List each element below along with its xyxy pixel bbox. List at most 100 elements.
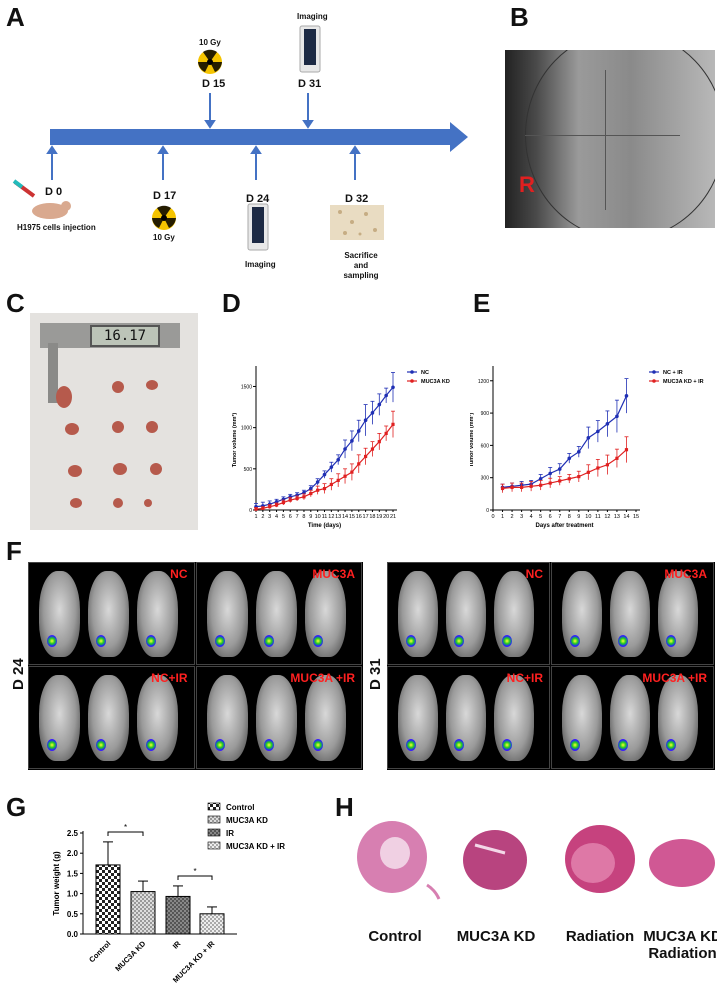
timeline-diagram xyxy=(12,25,468,251)
x-tick-label: MUC3A KD xyxy=(113,939,148,974)
group-label: NC xyxy=(525,567,543,581)
data-point xyxy=(538,476,543,481)
legend-marker xyxy=(410,379,414,383)
bar xyxy=(165,895,191,935)
timeline-day: D 0 xyxy=(45,186,63,198)
series-line xyxy=(255,423,394,510)
luminescence-signal xyxy=(96,738,107,751)
x-tick-label: 20 xyxy=(383,514,389,520)
data-point xyxy=(596,429,600,434)
data-point xyxy=(254,507,258,511)
luminescence-signal xyxy=(214,634,225,647)
x-tick-label: 11 xyxy=(322,514,328,520)
luminescence-signal xyxy=(214,738,225,751)
data-point xyxy=(520,485,524,489)
luminescence-signal xyxy=(313,634,324,647)
legend-marker xyxy=(652,370,656,374)
luminescence-signal xyxy=(454,738,464,751)
y-tick-label: 1000 xyxy=(241,426,252,432)
data-point xyxy=(624,448,629,452)
y-tick-label: 1.5 xyxy=(67,869,79,878)
y-tick-label: 0 xyxy=(486,508,489,514)
y-tick-label: 1500 xyxy=(241,384,252,390)
legend-swatch xyxy=(207,841,221,850)
x-tick-label: Control xyxy=(87,939,112,964)
xray-marker: R xyxy=(519,172,535,197)
panel-label-d: D xyxy=(222,288,241,318)
data-point xyxy=(605,422,610,426)
x-tick-label: 2 xyxy=(261,514,264,520)
x-tick-label: 19 xyxy=(376,514,382,520)
data-point xyxy=(350,439,354,443)
x-tick-label: 7 xyxy=(296,514,299,520)
bar xyxy=(199,913,225,935)
timeline-day: D 24 xyxy=(246,193,270,205)
panel-label-e: E xyxy=(473,288,491,318)
panel-label-f: F xyxy=(6,536,22,566)
legend-label: MUC3A KD + IR xyxy=(663,379,704,385)
luminescence-signal xyxy=(406,738,416,751)
data-point xyxy=(322,472,327,477)
data-point xyxy=(548,471,552,476)
data-point xyxy=(281,500,285,505)
x-tick-label: 16 xyxy=(356,514,362,520)
data-point xyxy=(343,447,347,451)
luminescence-signal xyxy=(454,634,464,647)
mouse-image xyxy=(255,675,297,761)
luminescence-signal xyxy=(96,634,107,647)
y-tick-label: 2.0 xyxy=(67,849,79,858)
x-tick-label: 15 xyxy=(633,514,639,520)
x-tick-label: 12 xyxy=(328,514,334,520)
row-label-d24: D 24 xyxy=(10,658,27,690)
y-tick-label: 600 xyxy=(481,443,490,449)
imaging-group-panel: NC xyxy=(387,562,550,665)
x-tick-label: IR xyxy=(171,939,183,951)
group-label: MUC3A xyxy=(312,567,355,581)
x-tick-label: 21 xyxy=(390,514,396,520)
luminescence-signal xyxy=(313,738,324,751)
y-tick-label: 0.0 xyxy=(67,930,79,939)
x-tick-label: 15 xyxy=(349,514,355,520)
data-point xyxy=(557,467,562,471)
data-point xyxy=(377,440,381,444)
data-point xyxy=(586,470,590,474)
mouse-image xyxy=(446,675,486,761)
mouse-image xyxy=(206,571,248,657)
data-point xyxy=(615,456,619,460)
mouse-image xyxy=(255,571,297,657)
x-tick-label: 6 xyxy=(289,514,292,520)
luminescence-signal xyxy=(570,634,580,647)
mouse-image xyxy=(562,571,602,657)
data-point xyxy=(329,482,333,487)
y-tick-label: 0 xyxy=(249,508,252,514)
luminescence-signal xyxy=(406,634,416,647)
bar xyxy=(130,891,156,935)
x-tick-label: 17 xyxy=(363,514,369,520)
data-point xyxy=(624,394,629,398)
x-tick-label: 4 xyxy=(275,514,278,520)
mouse-image xyxy=(658,571,698,657)
luminescence-signal xyxy=(145,738,156,751)
luminescence-signal xyxy=(666,738,676,751)
x-tick-label: 8 xyxy=(302,514,305,520)
data-point xyxy=(567,456,572,461)
group-label: MUC3A +IR xyxy=(290,671,355,685)
data-point xyxy=(268,505,272,509)
group-label: NC+IR xyxy=(151,671,188,685)
x-tick-label: 7 xyxy=(558,514,561,520)
timeline-day: D 31 xyxy=(298,78,322,90)
timeline-note: 10 Gy xyxy=(153,233,175,242)
legend-marker xyxy=(410,370,414,374)
timeline-note: H1975 cells injection xyxy=(17,223,96,232)
imaging-system-icon xyxy=(247,203,269,251)
legend-label: NC xyxy=(421,370,429,376)
data-point xyxy=(309,491,313,496)
data-point xyxy=(316,488,320,492)
histology-icon xyxy=(330,205,384,240)
timeline-arrow xyxy=(50,122,468,152)
histology-muc3a-kd xyxy=(463,830,527,890)
data-point xyxy=(384,431,388,436)
data-point xyxy=(370,447,375,451)
y-tick-label: 0.5 xyxy=(67,910,79,919)
